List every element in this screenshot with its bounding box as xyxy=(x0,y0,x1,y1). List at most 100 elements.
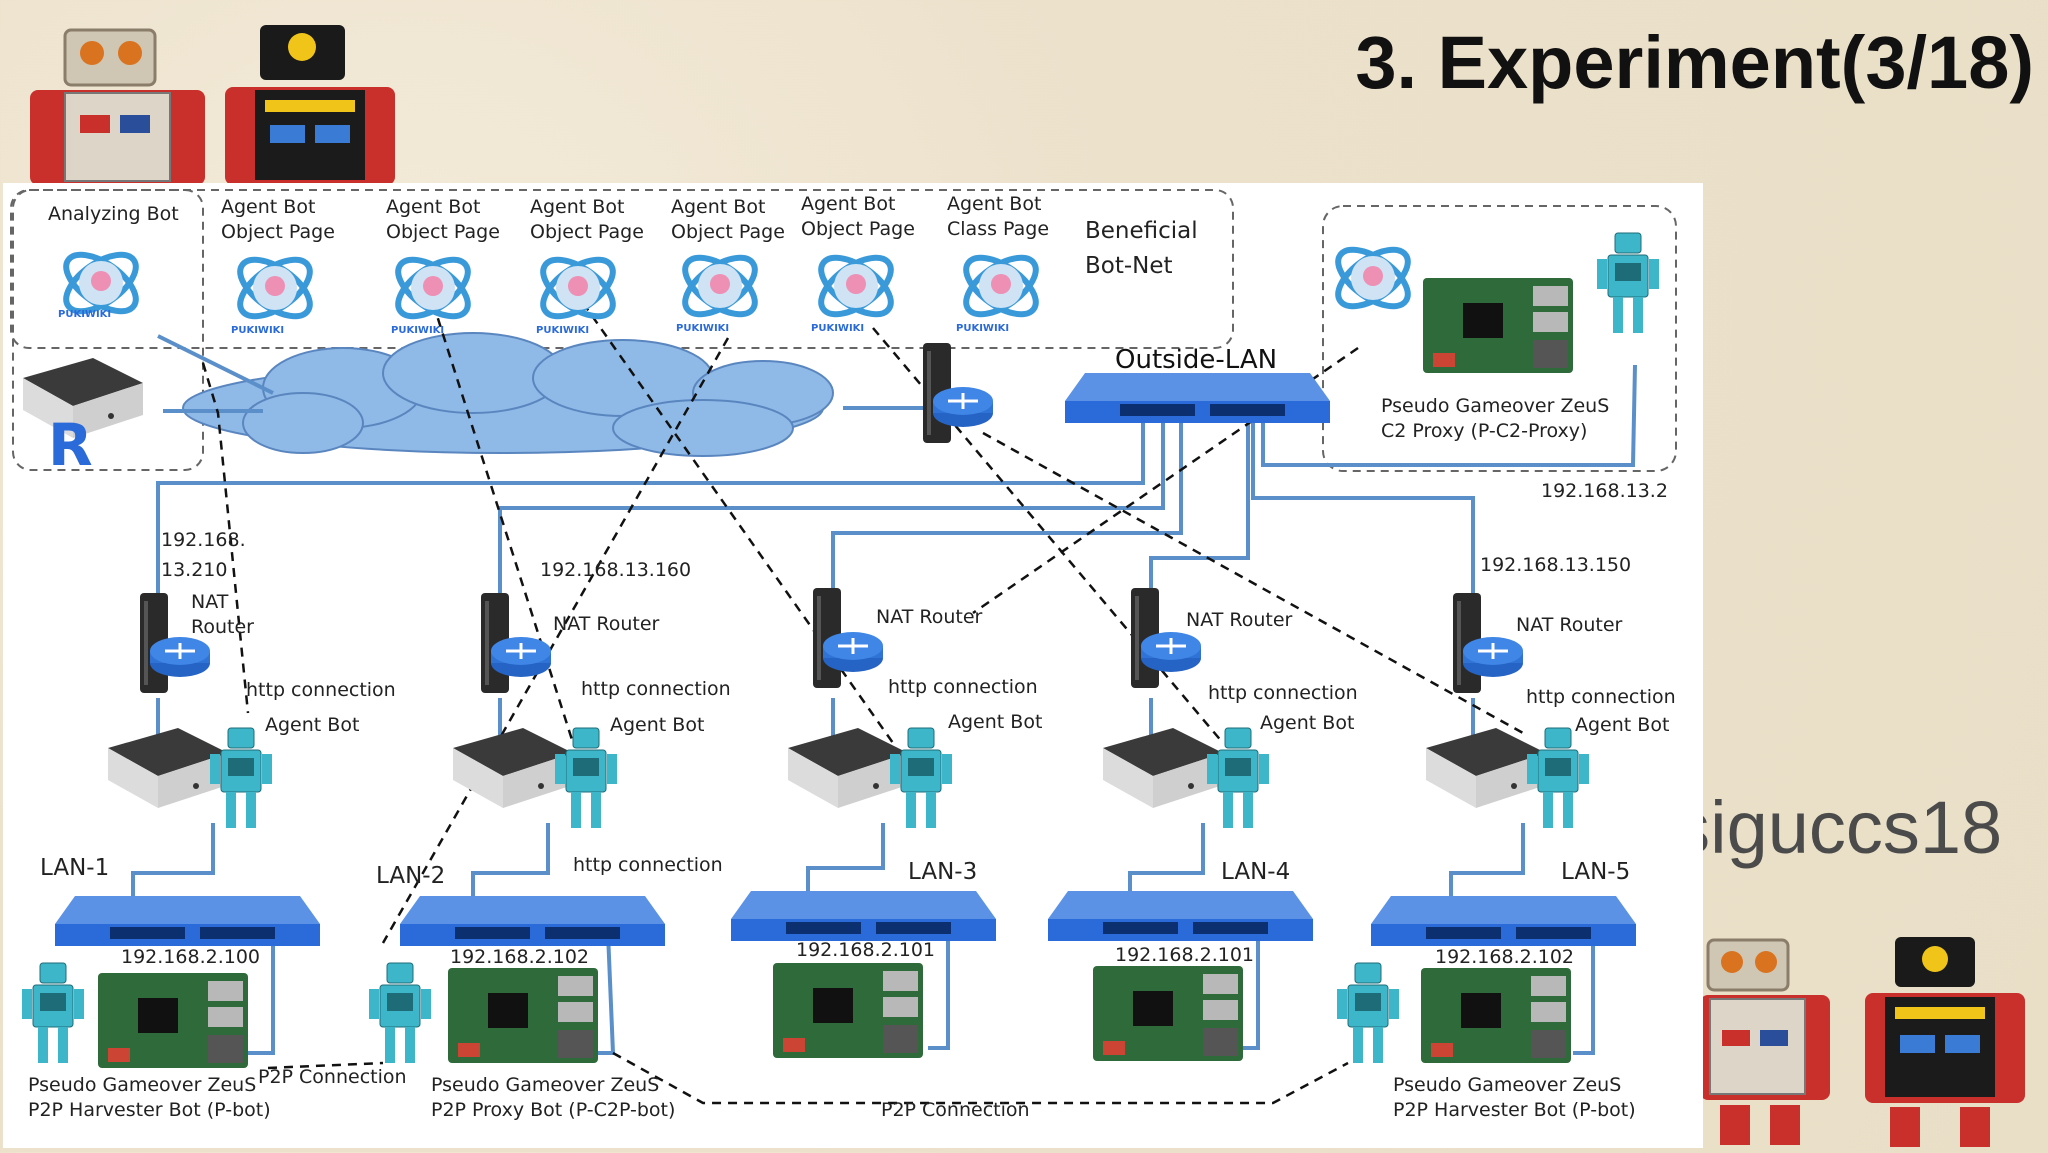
svg-text:192.168.13.150: 192.168.13.150 xyxy=(1480,554,1631,576)
svg-text:192.168.2.101: 192.168.2.101 xyxy=(796,939,935,961)
lan-5-name: LAN-5 xyxy=(1561,859,1630,885)
p2p-connections xyxy=(267,1051,1349,1105)
beneficial-botnet-region xyxy=(10,189,1234,349)
p2p-label-a: P2P Connection xyxy=(258,1066,407,1088)
lan-1-agent-robot-icon xyxy=(209,727,273,829)
svg-text:http connection: http connection xyxy=(581,678,731,700)
lan-4-agent-pc-icon xyxy=(1103,728,1223,808)
r-logo: R xyxy=(48,411,93,479)
lan-5: 192.168.13.150 NAT Router http connectio… xyxy=(1336,554,1676,1121)
svg-text:Agent Bot: Agent Bot xyxy=(1260,712,1354,734)
lan-2-raspberry-pi-icon xyxy=(448,968,598,1063)
p2p-label-b: P2P Connection xyxy=(881,1099,1030,1121)
lan-2-nat-router-icon xyxy=(479,591,553,695)
svg-text:Agent Bot: Agent Bot xyxy=(948,711,1042,733)
svg-text:http connection: http connection xyxy=(888,676,1038,698)
lan-5-raspberry-pi-icon xyxy=(1421,968,1571,1063)
lan-4-nat-router-icon xyxy=(1129,586,1203,690)
svg-text:NAT Router: NAT Router xyxy=(876,606,983,628)
lan-3-nat-router-icon xyxy=(811,586,885,690)
proxy-robot-icon xyxy=(1596,232,1660,334)
wiki-node-2: Agent Bot Object Page PUKIWIKI xyxy=(386,196,500,336)
svg-text:Object Page: Object Page xyxy=(801,218,915,240)
svg-text:http connection: http connection xyxy=(1526,686,1676,708)
lan-3-name: LAN-3 xyxy=(908,859,977,885)
wiki-node-analyzing: Analyzing Bot PUKIWIKI xyxy=(48,203,179,322)
lan-1-name: LAN-1 xyxy=(40,855,109,881)
svg-text:PUKIWIKI: PUKIWIKI xyxy=(811,323,864,334)
svg-text:Object Page: Object Page xyxy=(671,221,785,243)
lan-1-router-ip-2: 13.210 xyxy=(161,559,227,581)
outside-lan-label: Outside-LAN xyxy=(1115,345,1277,375)
svg-text:192.168.2.100: 192.168.2.100 xyxy=(121,946,260,968)
svg-text:PUKIWIKI: PUKIWIKI xyxy=(231,325,284,336)
lan-3: NAT Router http connection Agent Bot LAN… xyxy=(731,586,1042,1058)
lan-2-bot-robot-icon xyxy=(368,962,432,1064)
svg-text:Agent Bot: Agent Bot xyxy=(386,196,480,218)
svg-text:NAT Router: NAT Router xyxy=(1516,614,1623,636)
wiki-node-3: Agent Bot Object Page PUKIWIKI xyxy=(530,196,644,336)
svg-text:Pseudo Gameover ZeuS: Pseudo Gameover ZeuS xyxy=(1393,1074,1621,1096)
wiki-node-4: Agent Bot Object Page PUKIWIKI xyxy=(671,196,785,334)
svg-text:192.168.2.102: 192.168.2.102 xyxy=(450,946,589,968)
lan-2-switch-icon xyxy=(400,896,665,946)
svg-text:Agent Bot: Agent Bot xyxy=(530,196,624,218)
wiki-node-6: Agent Bot Class Page PUKIWIKI xyxy=(947,193,1049,334)
wiki-node-1: Agent Bot Object Page PUKIWIKI xyxy=(221,196,335,336)
internet-cloud-icon xyxy=(182,332,834,457)
proxy-raspberry-pi-icon xyxy=(1423,278,1573,373)
lan-4-name: LAN-4 xyxy=(1221,859,1290,885)
retro-robot-silver-icon xyxy=(1700,938,1830,1145)
proxy-ip: 192.168.13.2 xyxy=(1541,480,1668,502)
retro-robot-silver-icon xyxy=(30,28,205,185)
retro-robots-top-left xyxy=(30,25,395,185)
lan-1-raspberry-pi-icon xyxy=(98,973,248,1068)
analyzing-bot-region xyxy=(12,189,204,471)
lan-5-bot-robot-icon xyxy=(1336,962,1400,1064)
retro-robot-black-icon xyxy=(1865,937,2025,1147)
svg-text:http connection: http connection xyxy=(1208,682,1358,704)
svg-text:Agent Bot: Agent Bot xyxy=(671,196,765,218)
svg-text:PUKIWIKI: PUKIWIKI xyxy=(536,325,589,336)
lan-5-switch-icon xyxy=(1371,896,1636,946)
svg-text:Agent Bot: Agent Bot xyxy=(1575,714,1669,736)
proxy-wiki-icon xyxy=(1329,239,1417,318)
lan-1-router-ip-1: 192.168. xyxy=(161,529,246,551)
svg-text:Agent Bot: Agent Bot xyxy=(801,193,895,215)
svg-text:Agent Bot: Agent Bot xyxy=(610,714,704,736)
lan-2-name: LAN-2 xyxy=(376,863,445,889)
outside-lan-switch-icon xyxy=(1065,373,1330,423)
svg-text:Agent Bot: Agent Bot xyxy=(221,196,315,218)
beneficial-botnet-label-1: Beneficial xyxy=(1085,218,1198,244)
svg-text:192.168.2.102: 192.168.2.102 xyxy=(1435,946,1574,968)
lan-3-switch-icon xyxy=(731,891,996,941)
svg-text:NAT: NAT xyxy=(191,591,229,613)
svg-text:Agent Bot: Agent Bot xyxy=(947,193,1041,215)
proxy-label-2: C2 Proxy (P-C2-Proxy) xyxy=(1381,420,1587,442)
wiki-node-5: Agent Bot Object Page PUKIWIKI xyxy=(801,193,915,334)
lan-4: NAT Router http connection Agent Bot LAN… xyxy=(1048,586,1358,1061)
lan-2: 192.168.13.160 NAT Router http connectio… xyxy=(368,559,731,1121)
svg-text:Analyzing Bot: Analyzing Bot xyxy=(48,203,179,225)
lan-5-nat-router-icon xyxy=(1451,591,1525,695)
slide-title: 3. Experiment(3/18) xyxy=(1355,21,2034,104)
svg-text:192.168.13.160: 192.168.13.160 xyxy=(540,559,691,581)
svg-text:Pseudo Gameover ZeuS: Pseudo Gameover ZeuS xyxy=(28,1074,256,1096)
lan-4-raspberry-pi-icon xyxy=(1093,966,1243,1061)
lan-3-raspberry-pi-icon xyxy=(773,963,923,1058)
lan-4-switch-icon xyxy=(1048,891,1313,941)
svg-text:PUKIWIKI: PUKIWIKI xyxy=(676,323,729,334)
svg-text:Object Page: Object Page xyxy=(386,221,500,243)
lan-1-bot-robot-icon xyxy=(21,962,85,1064)
lan-2-agent-robot-icon xyxy=(554,727,618,829)
svg-text:http connection: http connection xyxy=(573,854,723,876)
proxy-label-1: Pseudo Gameover ZeuS xyxy=(1381,395,1609,417)
lan-5-agent-robot-icon xyxy=(1526,727,1590,829)
svg-text:Class Page: Class Page xyxy=(947,218,1049,240)
svg-text:P2P Harvester Bot (P-bot): P2P Harvester Bot (P-bot) xyxy=(1393,1099,1636,1121)
retro-robot-black-icon xyxy=(225,25,395,185)
svg-text:Router: Router xyxy=(191,616,254,638)
beneficial-botnet-label-2: Bot-Net xyxy=(1085,253,1173,279)
svg-text:PUKIWIKI: PUKIWIKI xyxy=(956,323,1009,334)
svg-text:Object Page: Object Page xyxy=(221,221,335,243)
